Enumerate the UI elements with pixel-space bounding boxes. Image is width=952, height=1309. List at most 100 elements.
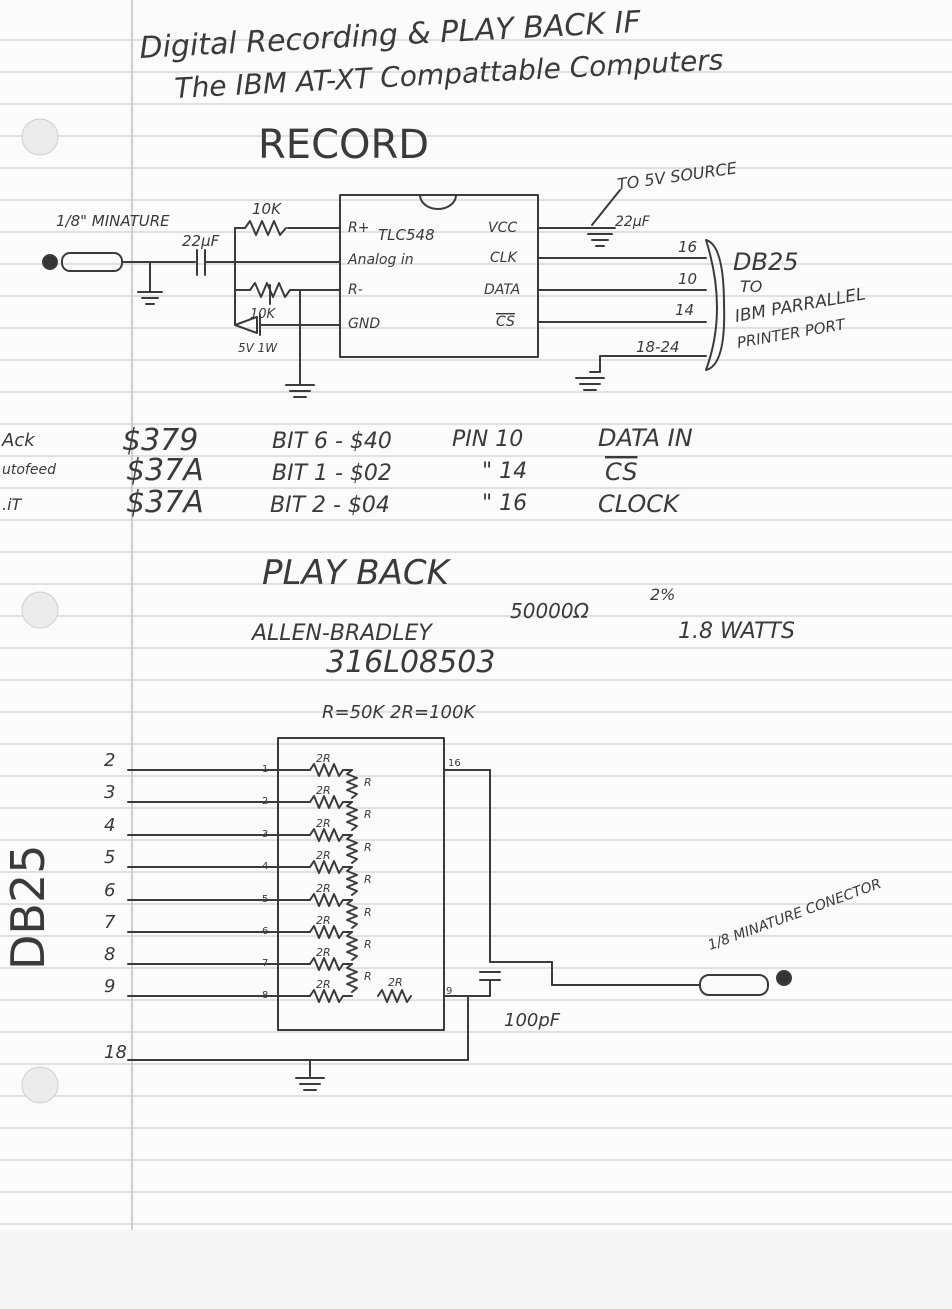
ground-icon-4 (295, 1077, 325, 1091)
resistor-r-icon (346, 866, 358, 896)
res-r-label: R (364, 776, 372, 789)
binder-hole-1 (21, 118, 59, 156)
tolerance-label: 2% (650, 585, 675, 604)
chip-pin-label: 6 (262, 926, 268, 937)
connector-label-2: TO (740, 277, 762, 296)
resistor-r-icon (346, 931, 358, 961)
left-label-2: utofeed (2, 462, 56, 478)
binder-hole-3 (21, 1066, 59, 1104)
ground-icon-3 (575, 377, 605, 391)
chip-pin-label: 3 (262, 829, 268, 840)
row2-bit: BIT 1 - $02 (272, 461, 392, 486)
left-label-3: .iT (2, 495, 23, 514)
db25-pin-label: 2 (104, 750, 115, 771)
db-pin-10: 10 (678, 270, 697, 288)
row1-addr: $379 (122, 423, 198, 458)
row3-addr: $37A (126, 485, 204, 520)
res-in-label: 10K (252, 200, 282, 218)
ground-icon (137, 291, 163, 305)
chip-pin-label: 1 (262, 764, 268, 775)
left-label-1: Ack (1, 430, 36, 451)
ground-icon-2 (285, 384, 315, 398)
res-2r-label: 2R (316, 752, 331, 765)
maker-label: ALLEN-BRADLEY (250, 621, 433, 646)
row1-bit: BIT 6 - $40 (272, 429, 392, 454)
res-r-label: R (364, 841, 372, 854)
pin-data: DATA (484, 282, 520, 298)
value-label: 50000Ω (510, 599, 590, 623)
ratio-label: R=50K 2R=100K (322, 702, 476, 723)
chip-name: TLC548 (378, 226, 435, 244)
row3-pin: " 16 (482, 491, 527, 516)
binder-hole-2 (21, 591, 59, 629)
pin-r-plus: R+ (348, 220, 369, 236)
input-jack-icon (42, 254, 58, 270)
output-jack-icon (776, 970, 792, 986)
zener-label: 5V 1W (238, 341, 278, 355)
part-number: 316L08503 (326, 645, 495, 680)
res-r-label: R (364, 970, 372, 983)
db25-pin-label: 4 (104, 815, 115, 836)
res-r-label: R (364, 873, 372, 886)
db25-connector-icon (705, 239, 726, 371)
row2-addr: $37A (126, 453, 204, 488)
db-pin-16: 16 (678, 238, 697, 256)
resistor-2r-icon (309, 989, 344, 1003)
resistor-2r-icon (309, 828, 344, 842)
res-2r-label: 2R (316, 882, 331, 895)
db25-pin-label: 5 (104, 847, 115, 868)
resistor-2r-icon (309, 957, 344, 971)
row2-signal: CS (605, 458, 637, 486)
output-jack-body (699, 974, 769, 996)
res-2r-label: 2R (388, 976, 403, 989)
res-in-icon (244, 220, 287, 236)
row3-bit: BIT 2 - $04 (270, 493, 390, 518)
db-pin-18-24: 18-24 (636, 338, 680, 356)
wattage-label: 1.8 WATTS (678, 619, 795, 644)
row1-pin: PIN 10 (452, 427, 523, 452)
chip-pin-label: 16 (448, 758, 461, 769)
chip-pin-label: 2 (262, 796, 268, 807)
cap-vcc-label: 22μF (615, 214, 651, 230)
db25-side-label: DB25 (1, 844, 55, 970)
resistor-2r-icon (309, 860, 344, 874)
pin-vcc: VCC (488, 220, 517, 236)
res-r-label: R (364, 938, 372, 951)
paper (0, 0, 952, 1230)
resistor-2r-icon (309, 763, 344, 777)
cap-out-label: 100pF (504, 1010, 561, 1031)
record-heading: RECORD (258, 122, 429, 168)
ruled-lines (0, 39, 952, 1225)
db25-pin-label: 3 (104, 782, 115, 803)
resistor-r-icon (346, 834, 358, 864)
res-r-label: R (364, 808, 372, 821)
db-pin-14: 14 (675, 301, 694, 319)
pin-clk: CLK (490, 250, 519, 266)
pin-cs: CS (496, 314, 515, 330)
resistor-2r-icon (377, 989, 412, 1003)
res-2r-label: 2R (316, 914, 331, 927)
resistor-r-icon (346, 899, 358, 929)
resistor-2r-icon (309, 925, 344, 939)
resistor-r-icon (346, 963, 358, 993)
res-2r-label: 2R (316, 978, 331, 991)
chip-pin-label: 5 (262, 894, 268, 905)
notebook-sheet: Digital Recording & PLAY BACK IF The IBM… (0, 0, 952, 1230)
cap-vcc-icon (584, 227, 616, 247)
chip-pin-label: 8 (262, 990, 268, 1001)
row1-signal: DATA IN (598, 424, 693, 452)
pin-analog-in: Analog in (347, 252, 414, 268)
resistor-2r-icon (309, 893, 344, 907)
res-2r-label: 2R (316, 784, 331, 797)
pin-gnd: GND (348, 316, 380, 332)
resistor-network-chip (277, 737, 445, 1031)
db25-pin-label: 8 (104, 944, 115, 965)
resistor-r-icon (346, 769, 358, 799)
res-r-label: R (364, 906, 372, 919)
tlc548-chip (339, 194, 539, 358)
chip-pin-label: 7 (262, 958, 268, 969)
res-2r-label: 2R (316, 817, 331, 830)
db25-pin-label: 18 (104, 1042, 127, 1063)
res-2r-label: 2R (316, 849, 331, 862)
resistor-2r-icon (309, 795, 344, 809)
